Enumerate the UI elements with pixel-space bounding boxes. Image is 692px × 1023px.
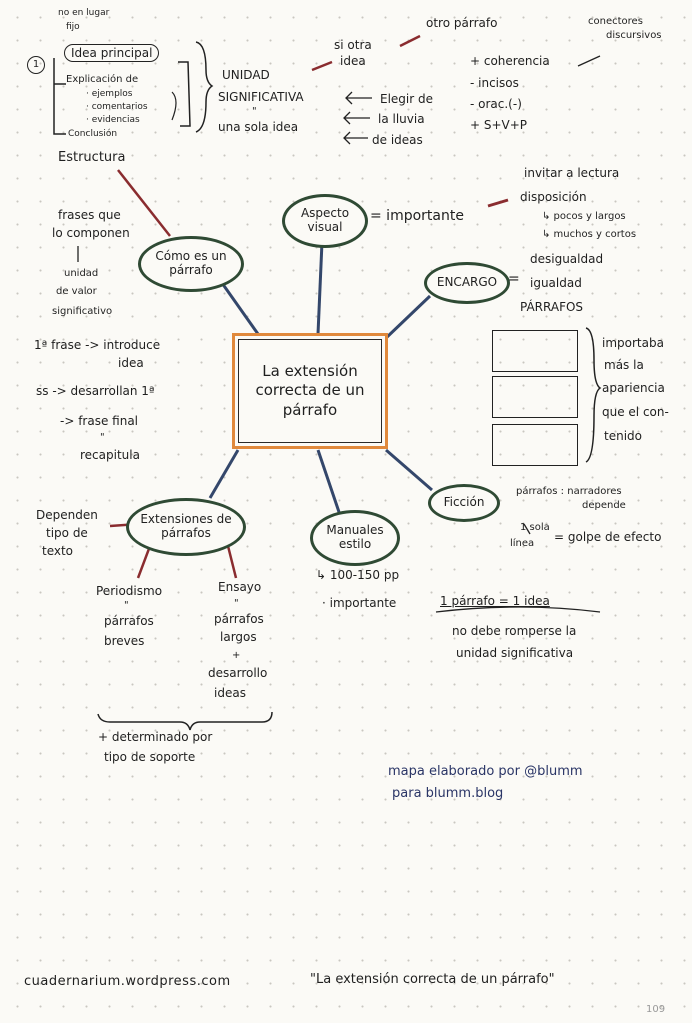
- apariencia: apariencia: [602, 381, 665, 395]
- uno-parrafo-una-idea: 1 párrafo = 1 idea: [440, 594, 550, 608]
- explicacion-de: Explicación de: [66, 74, 139, 85]
- node-como-es-un-parrafo: Cómo es un párrafo: [138, 236, 244, 292]
- igualdad: igualdad: [530, 276, 582, 290]
- una-sola-idea: una sola idea: [218, 120, 299, 134]
- parrafos-caps: PÁRRAFOS: [520, 300, 584, 314]
- la-lluvia: la lluvia: [378, 112, 425, 126]
- discursivos: discursivos: [606, 30, 662, 41]
- ditto-ensayo: ": [234, 598, 239, 609]
- tipo-de: tipo de: [46, 526, 88, 540]
- primera-frase: 1ª frase -> introduce: [34, 338, 161, 352]
- unidad-significativa: unidad significativa: [456, 646, 574, 660]
- coherencia: + coherencia: [470, 54, 550, 68]
- significativa: SIGNIFICATIVA: [218, 90, 304, 104]
- una-sola-linea: 1 sola: [520, 522, 550, 533]
- page-number: 109: [646, 1004, 666, 1015]
- credit-line-2: para blumm.blog: [392, 786, 504, 801]
- invitar-lectura: invitar a lectura: [524, 166, 620, 180]
- si-otra: si otra: [334, 38, 372, 52]
- importante-aspecto: = importante: [370, 208, 464, 224]
- lo-componen: lo componen: [52, 226, 130, 240]
- ensayo-parrafos: párrafos: [214, 612, 264, 626]
- importaba: importaba: [602, 336, 664, 350]
- pocos-largos: ↳ pocos y largos: [542, 211, 626, 222]
- de-valor: de valor: [56, 286, 97, 297]
- note-fijo: fijo: [66, 22, 80, 32]
- no-debe-romperse: no debe romperse la: [452, 624, 577, 638]
- mas-la: más la: [604, 358, 644, 372]
- ss-desarrollan: ss -> desarrollan 1ª: [36, 384, 155, 398]
- texto: texto: [42, 544, 74, 558]
- frase-final: -> frase final: [60, 414, 139, 428]
- que-el-con: que el con-: [602, 405, 669, 419]
- node-manuales-estilo: Manuales estilo: [310, 510, 400, 566]
- desarrollo: desarrollo: [208, 666, 268, 680]
- parrafos-narradores: párrafos : narradores: [516, 486, 622, 497]
- pp-range: ↳ 100-150 pp: [316, 568, 400, 582]
- oraciones: - orac.(-): [470, 97, 522, 111]
- number-one: 1: [27, 56, 45, 74]
- central-topic: La extensión correcta de un párrafo: [232, 333, 388, 449]
- golpe-de-efecto: = golpe de efecto: [554, 530, 662, 544]
- significativo: significativo: [52, 306, 113, 317]
- note-no-en-lugar: no en lugar: [58, 8, 110, 18]
- paragraph-box-1: [492, 330, 578, 372]
- estructura: Estructura: [58, 150, 126, 165]
- frases-que: frases que: [58, 208, 121, 222]
- ditto-frase: ": [100, 432, 105, 443]
- elegir-de: Elegir de: [380, 92, 433, 106]
- recapitula: recapitula: [80, 448, 140, 462]
- disposicion: disposición: [520, 190, 587, 204]
- svp: + S+V+P: [470, 118, 528, 132]
- introduce-idea: idea: [118, 356, 144, 370]
- evidencias: · evidencias: [86, 115, 140, 125]
- idea: idea: [340, 54, 366, 68]
- conectores: conectores: [588, 16, 643, 27]
- dependen: Dependen: [36, 508, 98, 522]
- periodismo-parrafos: párrafos: [104, 614, 154, 628]
- incisos: - incisos: [470, 76, 519, 90]
- footer-site: cuadernarium.wordpress.com: [24, 974, 231, 989]
- comentarios: · comentarios: [86, 102, 148, 112]
- idea-principal: Idea principal: [64, 44, 160, 62]
- ensayo-ideas: ideas: [214, 686, 246, 700]
- breves: breves: [104, 634, 145, 648]
- unidad: UNIDAD: [222, 68, 270, 82]
- desigualdad: desigualdad: [530, 252, 604, 266]
- unidad-label: unidad: [64, 268, 99, 279]
- tenido: tenido: [604, 429, 642, 443]
- node-aspecto-visual: Aspecto visual: [282, 194, 368, 248]
- node-extensiones-de-parrafos: Extensiones de párrafos: [126, 498, 246, 556]
- conclusion: Conclusión: [68, 129, 118, 139]
- ditto-periodismo: ": [124, 600, 129, 611]
- otro-parrafo: otro párrafo: [426, 16, 498, 30]
- linea: línea: [510, 538, 535, 549]
- depende: depende: [582, 500, 626, 511]
- largos: largos: [220, 630, 257, 644]
- importante-manuales: · importante: [322, 596, 397, 610]
- ejemplos: · ejemplos: [86, 89, 133, 99]
- paragraph-box-3: [492, 424, 578, 466]
- tipo-de-soporte: tipo de soporte: [104, 750, 196, 764]
- ensayo: Ensayo: [218, 580, 262, 594]
- paragraph-box-2: [492, 376, 578, 418]
- periodismo: Periodismo: [96, 584, 163, 598]
- muchos-cortos: ↳ muchos y cortos: [542, 229, 637, 240]
- credit-line-1: mapa elaborado por @blumm: [388, 764, 583, 779]
- determinado-por: + determinado por: [98, 730, 213, 744]
- equals-encargo: =: [508, 271, 520, 287]
- ditto-mark: ": [252, 106, 257, 117]
- node-encargo: ENCARGO: [424, 262, 510, 304]
- plus-ensayo: +: [232, 650, 241, 661]
- footer-title: "La extensión correcta de un párrafo": [310, 972, 555, 987]
- node-ficcion: Ficción: [428, 484, 500, 522]
- de-ideas: de ideas: [372, 133, 423, 147]
